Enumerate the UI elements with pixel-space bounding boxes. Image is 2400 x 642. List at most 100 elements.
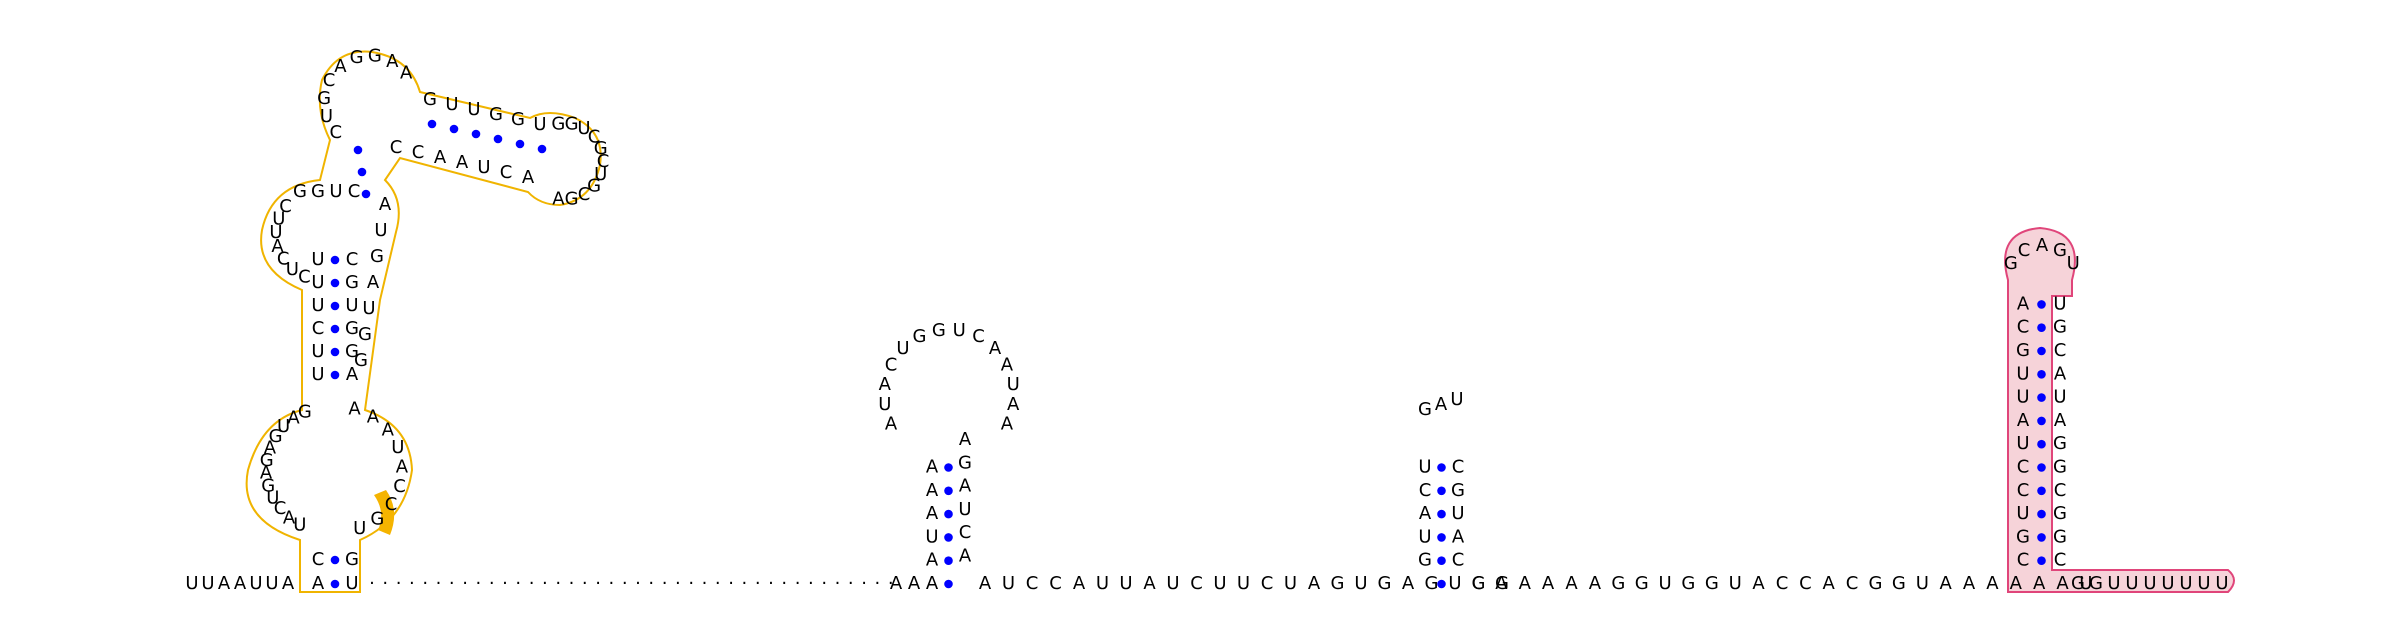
nucleotide-181: A — [1963, 573, 1976, 594]
nucleotide-102: A — [926, 480, 939, 501]
nucleotide-53: U — [445, 94, 458, 115]
nucleotide-125: U — [1002, 573, 1015, 594]
nucleotide-109: A — [959, 546, 972, 567]
nucleotide-112: A — [879, 374, 892, 395]
nucleotide-160: C — [1472, 573, 1485, 594]
base-pair-dot — [2037, 533, 2046, 542]
nucleotide-63: C — [500, 162, 513, 183]
base-pair-dot — [2037, 416, 2046, 426]
nucleotide-206: G — [2053, 457, 2067, 478]
nucleotide-124: A — [979, 573, 992, 594]
nucleotide-191: C — [2017, 457, 2030, 478]
nucleotide-3: A — [218, 573, 231, 594]
base-pair-dot — [944, 579, 953, 589]
nucleotide-144: U — [1448, 573, 1461, 594]
nucleotide-86: U — [391, 437, 404, 458]
domain2-outline — [2004, 226, 2235, 593]
nucleotide-118: C — [972, 326, 985, 347]
nucleotide-203: U — [2053, 387, 2066, 408]
nucleotide-196: G — [2016, 340, 2030, 361]
nucleotide-149: A — [1419, 503, 1432, 524]
linker-dot: · — [755, 573, 761, 594]
nucleotide-71: U — [594, 164, 607, 185]
nucleotide-30: G — [345, 341, 359, 362]
nucleotide-219: U — [2125, 573, 2138, 594]
linker-dot: · — [888, 573, 894, 594]
nucleotide-47: A — [334, 56, 347, 77]
nucleotide-216: G — [2071, 573, 2085, 594]
nucleotide-18: A — [287, 408, 300, 429]
nucleotide-14: G — [260, 450, 274, 471]
nucleotide-20: U — [311, 364, 324, 385]
base-pair-dot — [2037, 323, 2046, 333]
nucleotide-24: U — [311, 272, 324, 293]
base-pair-dot — [515, 139, 525, 149]
nucleotide-77: U — [374, 220, 387, 241]
nucleotide-96: A — [890, 573, 903, 594]
nucleotide-92: A — [312, 573, 325, 594]
nucleotide-104: A — [959, 429, 972, 450]
nucleotide-174: C — [1799, 573, 1812, 594]
nucleotide-130: U — [1119, 573, 1132, 594]
nucleotide-10: C — [274, 498, 287, 519]
base-pair-dot — [493, 134, 503, 144]
nucleotide-54: U — [467, 99, 480, 120]
nucleotide-75: A — [552, 188, 565, 209]
nucleotide-128: A — [1073, 573, 1086, 594]
nucleotide-166: G — [1611, 573, 1625, 594]
nucleotide-84: A — [367, 406, 380, 427]
base-pair-dot — [2037, 439, 2046, 449]
nucleotide-139: G — [1331, 573, 1345, 594]
nucleotide-194: U — [2016, 387, 2029, 408]
base-pair-dot — [427, 119, 437, 129]
base-pair-dot — [944, 533, 953, 542]
nucleotide-127: C — [1049, 573, 1062, 594]
nucleotide-121: U — [1007, 374, 1020, 395]
nucleotide-72: G — [587, 175, 601, 196]
linker-dot: · — [436, 573, 442, 594]
nucleotide-44: U — [320, 106, 333, 127]
base-pair-dot — [1437, 509, 1446, 519]
nucleotide-37: U — [272, 208, 285, 229]
nucleotide-103: A — [926, 457, 939, 478]
nucleotide-142: A — [1402, 573, 1415, 594]
nucleotide-6: U — [265, 573, 278, 594]
nucleotide-51: A — [400, 63, 413, 84]
nucleotide-176: C — [1846, 573, 1859, 594]
nucleotide-197: C — [2017, 317, 2030, 338]
nucleotide-76: A — [379, 194, 392, 215]
nucleotide-133: C — [1190, 573, 1203, 594]
linker-dot: · — [715, 573, 721, 594]
nucleotide-211: G — [2004, 253, 2018, 274]
linker-dot: · — [595, 573, 601, 594]
nucleotide-81: G — [358, 324, 372, 345]
linker-dot: · — [529, 573, 535, 594]
linker-dot: · — [515, 573, 521, 594]
nucleotide-119: A — [989, 338, 1002, 359]
nucleotide-173: C — [1776, 573, 1789, 594]
nucleotide-16: G — [269, 426, 283, 447]
nucleotide-13: A — [260, 463, 273, 484]
nucleotide-28: U — [345, 295, 358, 316]
nucleotide-157: G — [1418, 399, 1432, 420]
linker-dot: · — [396, 573, 402, 594]
nucleotide-167: G — [1635, 573, 1649, 594]
base-pair-dot — [330, 347, 340, 357]
nucleotide-190: C — [2017, 480, 2030, 501]
nucleotide-101: A — [926, 503, 939, 524]
nucleotide-98: A — [926, 573, 939, 594]
linker-dot: · — [489, 573, 495, 594]
base-pair-dot — [2037, 556, 2046, 565]
nucleotide-78: G — [370, 246, 384, 267]
base-pair-dot — [1437, 579, 1446, 589]
base-pair-dot — [330, 370, 340, 380]
nucleotide-208: G — [2053, 503, 2067, 524]
nucleotide-193: A — [2017, 410, 2030, 431]
base-pair-dots — [330, 119, 2046, 589]
nucleotide-50: A — [386, 51, 399, 72]
base-pair-dot — [330, 555, 340, 565]
linker-dot: · — [382, 573, 388, 594]
base-pair-dot — [1437, 533, 1446, 542]
nucleotide-213: A — [2036, 235, 2049, 256]
nucleotide-135: U — [1237, 573, 1250, 594]
